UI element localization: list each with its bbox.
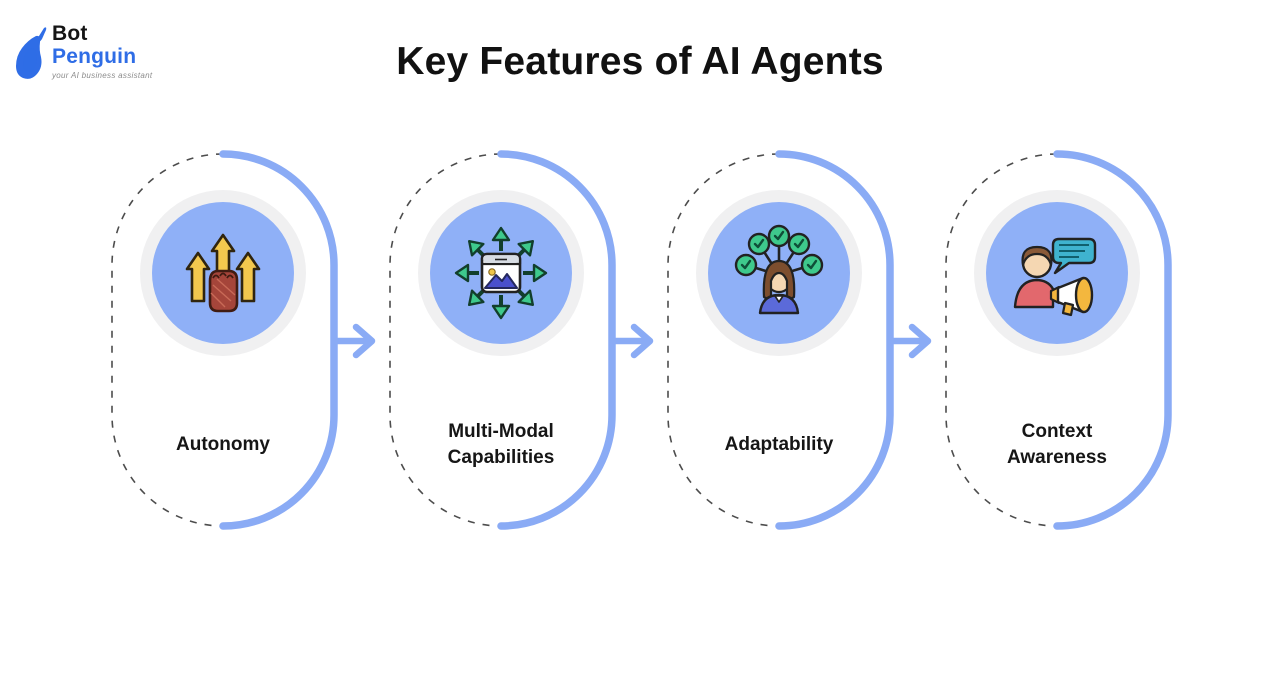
penguin-icon — [16, 27, 47, 79]
card-label: Context Awareness — [1007, 421, 1107, 468]
feature-card-adaptability: Adaptability — [664, 150, 894, 530]
multimodal-window-icon — [454, 226, 548, 320]
feature-card-autonomy: Autonomy — [108, 150, 338, 530]
megaphone-chat-icon — [1013, 237, 1097, 317]
logo-text-bot: Bot — [52, 22, 88, 45]
card-label: Autonomy — [176, 434, 270, 455]
arrow-right-icon — [612, 321, 656, 361]
icon-ring — [418, 190, 584, 356]
botpenguin-logo: Bot Penguin your AI business assistant — [14, 22, 152, 82]
logo-text-penguin: Penguin — [52, 45, 137, 68]
logo-tagline: your AI business assistant — [52, 71, 153, 80]
arrow-right-icon — [890, 321, 934, 361]
arrow-right-icon — [334, 321, 378, 361]
icon-circle — [430, 202, 572, 344]
card-label: Adaptability — [724, 434, 834, 455]
icon-circle — [986, 202, 1128, 344]
card-label: Multi-Modal Capabilities — [447, 421, 555, 468]
icon-ring — [696, 190, 862, 356]
icon-circle — [152, 202, 294, 344]
page-title: Key Features of AI Agents — [396, 40, 884, 83]
icon-circle — [708, 202, 850, 344]
feature-card-context-awareness: Context Awareness — [942, 150, 1172, 530]
icon-ring — [974, 190, 1140, 356]
fist-arrows-icon — [185, 233, 261, 313]
adaptability-mindmap-icon — [734, 224, 824, 315]
icon-ring — [140, 190, 306, 356]
feature-card-multimodal: Multi-Modal Capabilities — [386, 150, 616, 530]
